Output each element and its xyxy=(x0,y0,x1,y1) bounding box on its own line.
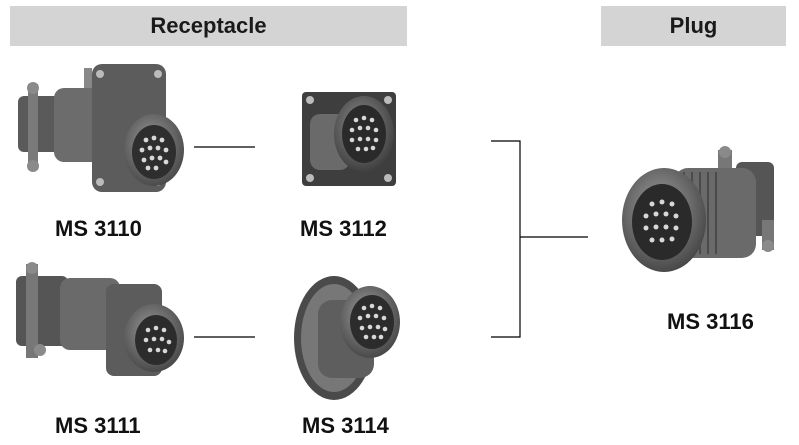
plug-header-label: Plug xyxy=(669,13,718,38)
ms3111-label: MS 3111 xyxy=(55,413,141,438)
ms3114-photo xyxy=(294,276,400,400)
ms3116-label: MS 3116 xyxy=(667,309,754,334)
ms3111-photo xyxy=(16,262,184,376)
ms3114-label: MS 3114 xyxy=(302,413,389,438)
ms3110-photo xyxy=(18,64,184,192)
bracket xyxy=(491,140,521,338)
ms3112-photo xyxy=(302,92,396,186)
receptacle-header: Receptacle xyxy=(10,6,407,46)
ms3110-label: MS 3110 xyxy=(55,216,142,241)
ms3116-photo xyxy=(622,146,774,272)
receptacle-header-label: Receptacle xyxy=(150,13,267,38)
plug-header: Plug xyxy=(601,6,786,46)
ms3112-label: MS 3112 xyxy=(300,216,387,241)
